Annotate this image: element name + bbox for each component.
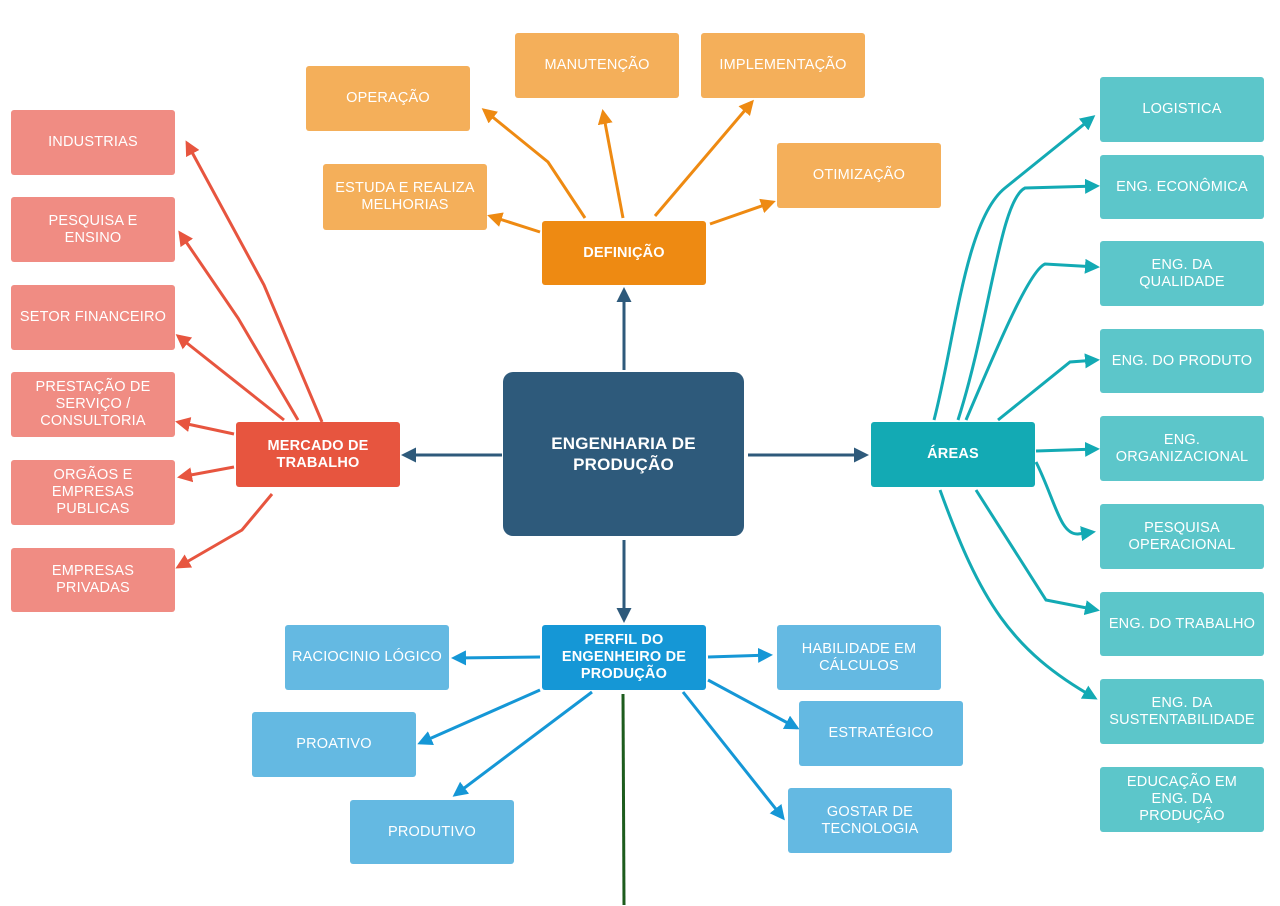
areas-item-eng-organizacional[interactable]: ENG. ORGANIZACIONAL xyxy=(1100,416,1264,481)
definicao-item-implementacao[interactable]: IMPLEMENTAÇÃO xyxy=(701,33,865,98)
vertical-green-line xyxy=(621,693,626,906)
areas-node[interactable]: ÁREAS xyxy=(871,422,1035,487)
definicao-connectors xyxy=(481,99,776,234)
center-connectors xyxy=(401,287,869,623)
edge-implementacao xyxy=(653,99,754,217)
perfil-item-raciocinio-logico[interactable]: RACIOCINIO LÓGICO xyxy=(285,625,449,690)
areas-item-eng-economica[interactable]: ENG. ECONÔMICA xyxy=(1100,155,1264,219)
edge-pesquisa-ensino xyxy=(178,230,300,421)
definicao-item-estuda-melhorias[interactable]: ESTUDA E REALIZA MELHORIAS xyxy=(323,164,487,230)
areas-item-educacao-eng-producao[interactable]: EDUCAÇÃO EM ENG. DA PRODUÇÃO xyxy=(1100,767,1264,832)
edge-pesquisa-operacional xyxy=(1034,461,1096,542)
definicao-item-operacao[interactable]: OPERAÇÃO xyxy=(306,66,470,131)
edge-eng-organizacional xyxy=(1035,441,1100,457)
edge-estrategico xyxy=(707,678,800,730)
edge-habilidade xyxy=(707,647,773,663)
areas-connectors xyxy=(932,115,1100,700)
perfil-item-gostar-tecnologia[interactable]: GOSTAR DE TECNOLOGIA xyxy=(788,788,952,853)
definicao-node[interactable]: DEFINIÇÃO xyxy=(542,221,706,285)
mercado-item-setor-financeiro[interactable]: SETOR FINANCEIRO xyxy=(11,285,175,350)
areas-item-eng-trabalho[interactable]: ENG. DO TRABALHO xyxy=(1100,592,1264,656)
edge-proativo xyxy=(417,688,541,746)
perfil-item-produtivo[interactable]: PRODUTIVO xyxy=(350,800,514,864)
areas-item-eng-sustentabilidade[interactable]: ENG. DA SUSTENTABILIDADE xyxy=(1100,679,1264,744)
mercado-connectors xyxy=(175,140,324,569)
mercado-node[interactable]: MERCADO DE TRABALHO xyxy=(236,422,400,487)
definicao-item-otimizacao[interactable]: OTIMIZAÇÃO xyxy=(777,143,941,208)
edge-setor-financeiro xyxy=(175,334,285,422)
edge-empresas-privadas xyxy=(175,493,274,569)
edge-industrias xyxy=(185,140,324,423)
edge-produtivo xyxy=(452,690,593,797)
edge-eng-qualidade xyxy=(964,258,1100,421)
perfil-node[interactable]: PERFIL DO ENGENHEIRO DE PRODUÇÃO xyxy=(542,625,706,690)
areas-item-pesquisa-operacional[interactable]: PESQUISA OPERACIONAL xyxy=(1100,504,1264,569)
edge-estuda xyxy=(487,212,541,234)
areas-item-logistica[interactable]: LOGISTICA xyxy=(1100,77,1264,142)
edge-tecnologia xyxy=(681,691,785,821)
edge-eng-sustentabilidade xyxy=(938,489,1098,700)
perfil-item-habilidade-calculos[interactable]: HABILIDADE EM CÁLCULOS xyxy=(777,625,941,690)
areas-item-eng-qualidade[interactable]: ENG. DA QUALIDADE xyxy=(1100,241,1264,306)
edge-otimizacao xyxy=(709,198,776,226)
mercado-item-pesquisa-ensino[interactable]: PESQUISA E ENSINO xyxy=(11,197,175,262)
perfil-item-proativo[interactable]: PROATIVO xyxy=(252,712,416,777)
edge-orgaos xyxy=(177,465,235,483)
areas-item-eng-produto[interactable]: ENG. DO PRODUTO xyxy=(1100,329,1264,393)
edge-operacao xyxy=(481,108,587,219)
definicao-item-manutencao[interactable]: MANUTENÇÃO xyxy=(515,33,679,98)
edge-manutencao xyxy=(597,109,625,219)
center-node[interactable]: ENGENHARIA DE PRODUÇÃO xyxy=(503,372,744,536)
edge-raciocinio xyxy=(451,650,541,666)
edge-logistica xyxy=(932,115,1096,421)
perfil-item-estrategico[interactable]: ESTRATÉGICO xyxy=(799,701,963,766)
edge-eng-economica xyxy=(956,178,1100,421)
mercado-item-prestacao-servico[interactable]: PRESTAÇÃO DE SERVIÇO / CONSULTORIA xyxy=(11,372,175,437)
mercado-item-industrias[interactable]: INDUSTRIAS xyxy=(11,110,175,175)
edge-prestacao xyxy=(175,417,235,436)
mercado-item-empresas-privadas[interactable]: EMPRESAS PRIVADAS xyxy=(11,548,175,612)
edge-eng-produto xyxy=(997,353,1100,422)
perfil-connectors xyxy=(417,647,800,821)
edge-eng-trabalho xyxy=(974,489,1100,616)
mercado-item-orgaos-publicos[interactable]: ORGÃOS E EMPRESAS PUBLICAS xyxy=(11,460,175,525)
